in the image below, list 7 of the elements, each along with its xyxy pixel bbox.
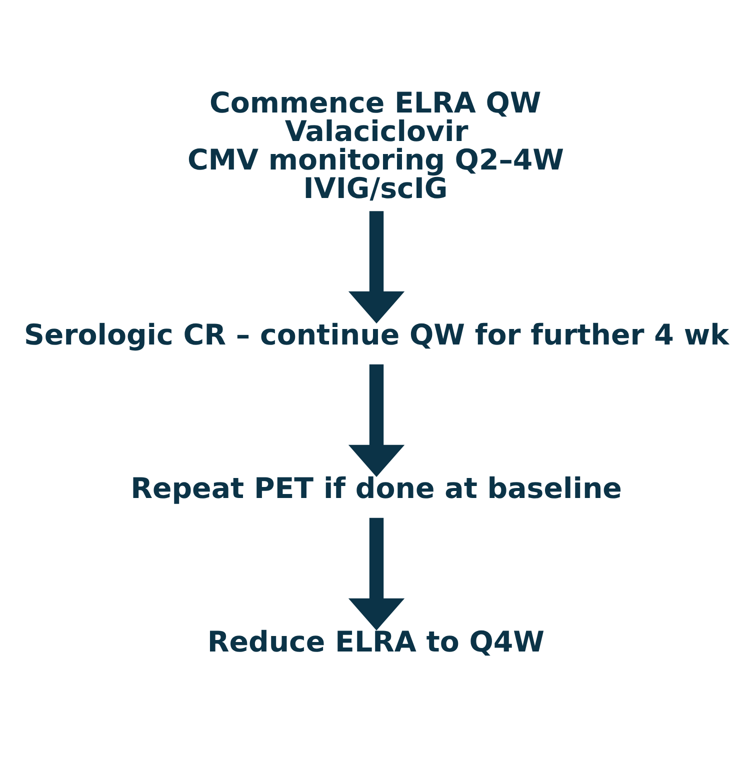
arrow: [348, 364, 405, 477]
arrow: [348, 211, 405, 324]
node-text: Commence ELRA QW Valaciclovir CMV monitoring Q2–4W IVIG/scIG: [187, 86, 564, 205]
node-text: Serologic CR – continue QW for further 4 wk: [24, 318, 729, 352]
node-text: Repeat PET if done at baseline: [130, 472, 622, 505]
arrow: [348, 518, 405, 630]
node-text: Reduce ELRA to Q4W: [207, 625, 545, 658]
